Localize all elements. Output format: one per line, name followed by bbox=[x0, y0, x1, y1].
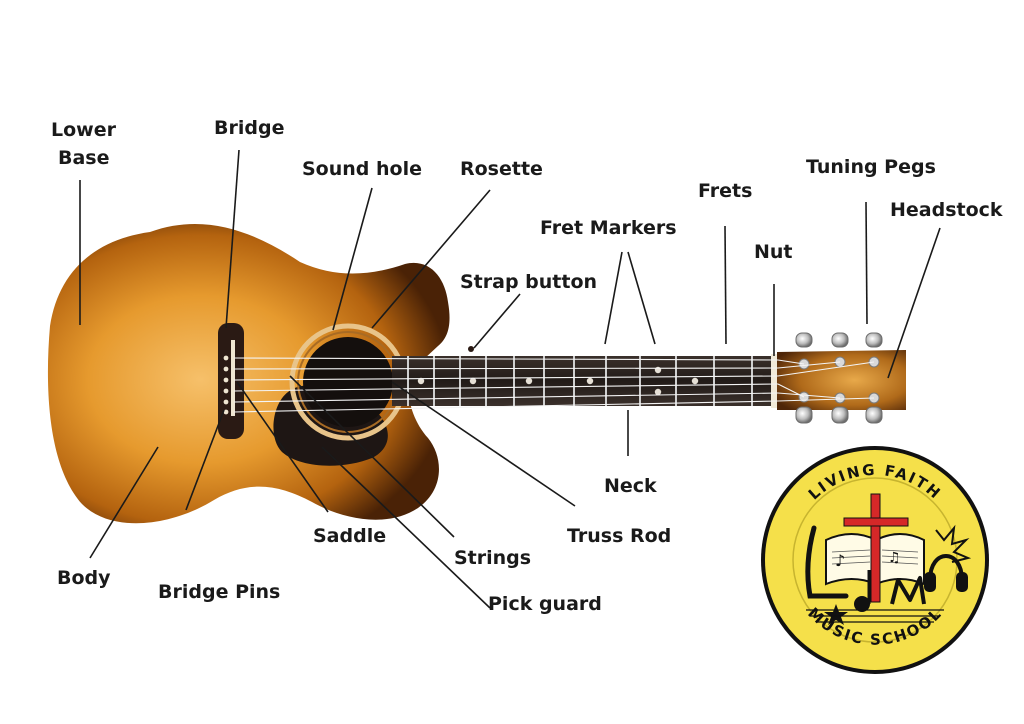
logo-headphones-icon bbox=[928, 554, 964, 581]
label-fret-markers: Fret Markers bbox=[540, 217, 677, 239]
labels: Lower Base Bridge Sound hole Rosette Fre… bbox=[51, 117, 1003, 615]
logo-letter-m-icon bbox=[890, 576, 926, 605]
label-lower-base-line1: Lower bbox=[51, 119, 117, 141]
saddle-bar bbox=[231, 340, 235, 416]
label-pick-guard: Pick guard bbox=[488, 593, 602, 615]
leader-strings bbox=[289, 375, 455, 538]
nut bbox=[771, 354, 777, 408]
logo-staff-lines bbox=[831, 549, 919, 565]
leader-bridge bbox=[225, 149, 240, 329]
leader-tuning-pegs bbox=[865, 201, 868, 325]
logo-star-icon bbox=[824, 604, 848, 625]
leader-fret-markers-right bbox=[627, 251, 656, 345]
fretboard bbox=[392, 356, 774, 406]
label-body: Body bbox=[57, 567, 111, 589]
label-nut: Nut bbox=[754, 241, 793, 263]
leader-truss-rod bbox=[391, 381, 576, 507]
leader-pick-guard bbox=[321, 446, 491, 609]
leader-headstock bbox=[887, 227, 941, 379]
logo-letter-l-icon bbox=[805, 525, 849, 599]
label-strings: Strings bbox=[454, 547, 531, 569]
logo-note-head-icon bbox=[854, 596, 870, 612]
leader-frets bbox=[724, 225, 727, 345]
label-lower-base-line2: Base bbox=[58, 147, 110, 169]
label-strap-button: Strap button bbox=[460, 271, 597, 293]
logo-headphone-left-cup bbox=[924, 572, 936, 592]
leader-rosette bbox=[371, 189, 491, 329]
logo-bottom-staff bbox=[806, 609, 944, 623]
label-headstock: Headstock bbox=[890, 199, 1003, 221]
fret-markers bbox=[417, 366, 699, 396]
leader-fret-markers-left bbox=[604, 251, 623, 345]
logo-headphone-right-cup bbox=[956, 572, 968, 592]
label-saddle: Saddle bbox=[313, 525, 386, 547]
bridge-pins bbox=[223, 355, 229, 415]
logo-cross-vertical bbox=[870, 493, 881, 603]
logo-notes-icon: ♫ bbox=[888, 550, 901, 566]
strap-button bbox=[468, 346, 474, 352]
strings bbox=[233, 357, 875, 413]
label-bridge-pins: Bridge Pins bbox=[158, 581, 280, 603]
label-sound-hole: Sound hole bbox=[302, 158, 422, 180]
sound-hole bbox=[303, 337, 393, 427]
label-frets: Frets bbox=[698, 180, 752, 202]
leader-lines bbox=[79, 149, 941, 609]
logo-burst-icon bbox=[935, 524, 972, 563]
label-rosette: Rosette bbox=[460, 158, 543, 180]
logo-treble-clef-icon: ♪ bbox=[835, 551, 845, 570]
leader-saddle bbox=[236, 381, 329, 513]
label-bridge: Bridge bbox=[214, 117, 284, 139]
guitar bbox=[47, 223, 906, 524]
leader-sound-hole bbox=[332, 187, 373, 331]
label-tuning-pegs: Tuning Pegs bbox=[806, 156, 936, 178]
tuning-pegs bbox=[795, 332, 883, 424]
label-truss-rod: Truss Rod bbox=[567, 525, 671, 547]
school-logo: LIVING FAITH MUSIC SCHOOL ♪ ♫ bbox=[761, 446, 989, 674]
leader-body bbox=[89, 446, 159, 559]
leader-bridge-pins bbox=[185, 409, 225, 511]
logo-cross-horizontal bbox=[843, 517, 909, 527]
label-neck: Neck bbox=[604, 475, 657, 497]
leader-strap-button bbox=[473, 293, 521, 349]
